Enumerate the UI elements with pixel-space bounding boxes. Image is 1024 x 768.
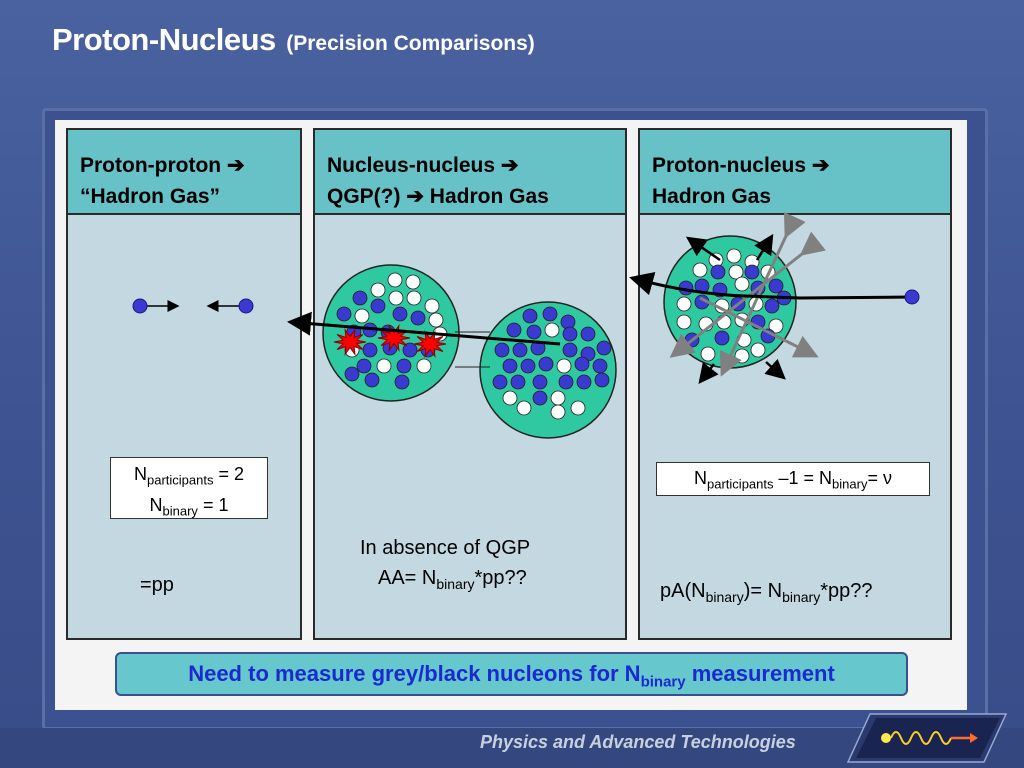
proton [594, 372, 610, 388]
proton [492, 374, 508, 390]
proton [592, 358, 608, 374]
neutron [676, 296, 692, 312]
column-header: Nucleus-nucleus ➔ QGP(?) ➔ Hadron Gas [315, 130, 625, 215]
neutron [406, 290, 422, 306]
neutron [544, 322, 560, 338]
proton [710, 264, 726, 280]
neutron [692, 262, 708, 278]
proton [764, 298, 780, 314]
proton [538, 356, 554, 372]
proton [364, 372, 380, 388]
proton [494, 342, 510, 358]
footer-text: Physics and Advanced Technologies [480, 732, 796, 752]
nucleus-nucleus-diagram [287, 264, 617, 439]
column-header: Proton-proton ➔ “Hadron Gas” [68, 130, 300, 215]
neutron [750, 342, 766, 358]
neutron [570, 400, 586, 416]
proton [356, 358, 372, 374]
pa-formula: pA(Nbinary)= Nbinary*pp?? [660, 580, 873, 605]
proton-proton-diagram [132, 298, 254, 314]
pp-formula: =pp [140, 574, 174, 596]
proton [336, 306, 352, 322]
header-line2-a: QGP(?) [327, 185, 401, 208]
neutron [376, 358, 392, 374]
proton [512, 342, 528, 358]
header-line2: Hadron Gas [652, 185, 772, 208]
proton [562, 326, 578, 342]
proton [714, 330, 730, 346]
proton [744, 264, 760, 280]
proton [370, 298, 386, 314]
proton [532, 390, 548, 406]
proton [562, 342, 578, 358]
right-arrow-icon: ➔ [811, 154, 830, 177]
collision-spark-icon [413, 330, 447, 358]
neutron [676, 314, 692, 330]
proton [596, 340, 612, 356]
proton [574, 356, 590, 372]
neutron [354, 308, 370, 324]
proton [576, 374, 592, 390]
aa-formula-line2: AA= Nbinary*pp?? [378, 567, 527, 592]
proton [510, 374, 526, 390]
proton [520, 358, 536, 374]
neutron [550, 390, 566, 406]
neutron [502, 390, 518, 406]
proton [542, 306, 558, 322]
neutron [424, 298, 440, 314]
title-subtitle: (Precision Comparisons) [286, 32, 535, 55]
neutron [550, 404, 566, 420]
header-line2-b: Hadron Gas [429, 185, 549, 208]
proton [580, 326, 596, 342]
proton [362, 342, 378, 358]
proton [526, 324, 542, 340]
title-main: Proton-Nucleus [52, 22, 276, 57]
proton [502, 358, 518, 374]
proton [532, 374, 548, 390]
header-line2: “Hadron Gas” [80, 185, 221, 208]
neutron [700, 346, 716, 362]
wave-logo-icon [846, 713, 1008, 763]
proton [344, 366, 360, 382]
right-arrow-icon: ➔ [226, 154, 245, 177]
neutron [370, 282, 386, 298]
neutron [388, 290, 404, 306]
proton [352, 290, 368, 306]
proton [558, 374, 574, 390]
pp-counts-box: Nparticipants = 2 Nbinary = 1 [110, 457, 268, 519]
pa-counts-box: Nparticipants –1 = Nbinary= ν [656, 462, 930, 496]
proton [522, 308, 538, 324]
proton [402, 342, 418, 358]
proton [410, 310, 426, 326]
right-arrow-icon: ➔ [406, 185, 424, 208]
proton [768, 278, 784, 294]
collision-spark-icon [333, 328, 367, 356]
aa-formula-line1: In absence of QGP [360, 537, 531, 559]
slide-title: Proton-Nucleus (Precision Comparisons) [52, 22, 535, 58]
header-line1: Nucleus-nucleus [327, 154, 496, 177]
proton [394, 374, 410, 390]
header-line1: Proton-nucleus [652, 154, 807, 177]
neutron [516, 400, 532, 416]
proton [506, 322, 522, 338]
proton-nucleus-diagram [629, 211, 920, 384]
proton [396, 358, 412, 374]
proton [392, 306, 408, 322]
column-proton-proton: Proton-proton ➔ “Hadron Gas” [66, 128, 302, 640]
conclusion-banner: Need to measure grey/black nucleons for … [115, 652, 908, 696]
neutron [416, 358, 432, 374]
right-arrow-icon: ➔ [500, 154, 519, 177]
neutron [726, 248, 742, 264]
column-header: Proton-nucleus ➔ Hadron Gas [640, 130, 950, 215]
header-line1: Proton-proton [80, 154, 222, 177]
neutron [428, 312, 444, 328]
neutron [405, 274, 421, 290]
neutron [734, 276, 750, 292]
neutron [387, 272, 403, 288]
neutron [556, 358, 572, 374]
neutron [734, 348, 750, 364]
